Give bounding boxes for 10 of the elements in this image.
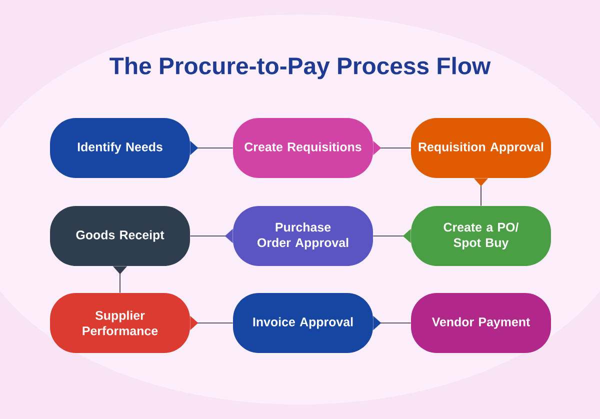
process-bubble: Requisition Approval [411,118,551,178]
process-bubble: Create Requisitions [233,118,373,178]
process-bubble: Goods Receipt [50,206,190,266]
title: The Procure-to-Pay Process Flow [110,56,491,80]
process-bubble: Vendor Payment [411,293,551,353]
process-bubble: Create a PO/ Spot Buy [411,206,551,266]
process-bubble: Supplier Performance [50,293,190,353]
process-bubble: Invoice Approval [233,293,373,353]
process-bubble: Purchase Order Approval [233,206,373,266]
process-bubble: Identify Needs [50,118,190,178]
